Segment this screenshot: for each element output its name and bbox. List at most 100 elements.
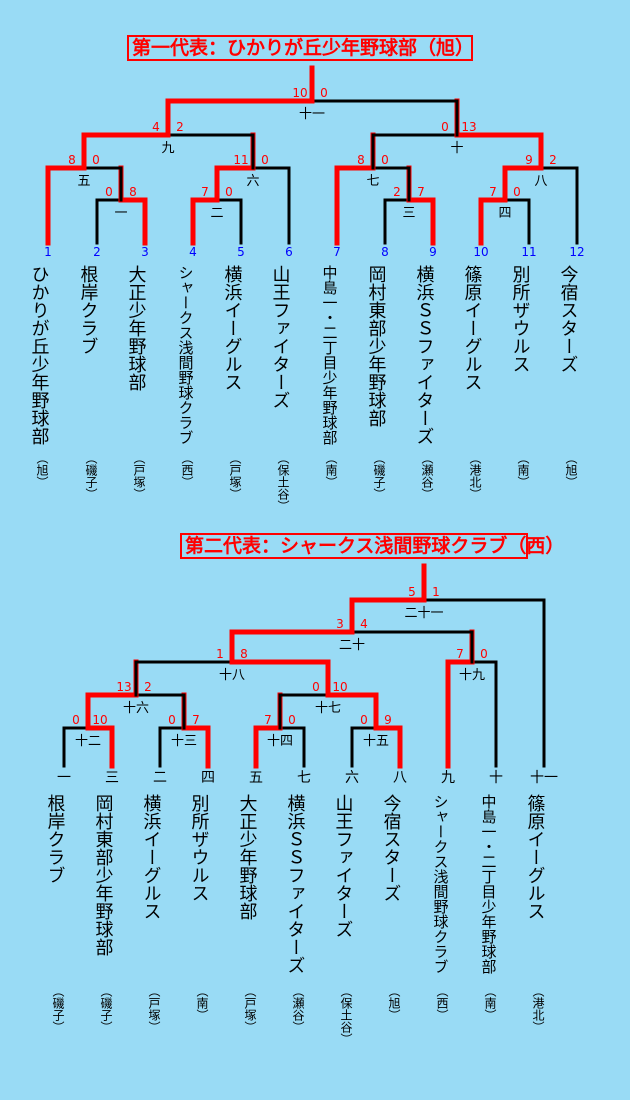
bracket2-title: 第二代表：シャークス浅間野球クラブ（西）	[180, 533, 564, 559]
team-district-4: （西）	[180, 452, 194, 488]
seed-number-1: 1	[44, 245, 52, 259]
game-十三-score-left: 0	[168, 713, 176, 727]
game-十六-score-right: 2	[144, 680, 152, 694]
game-二十一-label: 二十一	[404, 606, 443, 621]
entry-district-二: （戸塚）	[147, 985, 161, 1033]
seed-number-12: 12	[569, 245, 584, 259]
seed-number-10: 10	[473, 245, 488, 259]
game-十三-label: 十三	[171, 734, 197, 749]
entry-name-五: 大正少年野球部	[237, 794, 258, 920]
game-一-score-right: 8	[129, 185, 137, 199]
team-district-11: （南）	[516, 452, 530, 488]
game-十六-label: 十六	[123, 701, 149, 716]
game-五-score-right: 0	[92, 153, 100, 167]
entry-district-十: （南）	[483, 985, 497, 1021]
entry-district-十一: （港北）	[531, 985, 545, 1033]
entry-slot-三: 三	[105, 770, 119, 786]
team-name-6: 山王ファイターズ	[270, 265, 291, 409]
game-二十-score-left: 3	[336, 617, 344, 631]
game-二十-label: 二十	[339, 638, 365, 653]
entry-slot-七: 七	[297, 770, 311, 786]
entry-slot-十: 十	[489, 770, 503, 786]
game-十二-label: 十二	[75, 734, 101, 749]
game-十-score-left: 0	[441, 120, 449, 134]
game-十二-score-left: 0	[72, 713, 80, 727]
game-三-score-right: 7	[417, 185, 425, 199]
entry-district-四: （南）	[195, 985, 209, 1021]
game-十三-score-right: 7	[192, 713, 200, 727]
entry-district-一: （磯子）	[51, 985, 65, 1033]
game-十八-score-right: 8	[240, 647, 248, 661]
team-district-2: （磯子）	[84, 452, 98, 500]
entry-district-五: （戸塚）	[243, 985, 257, 1033]
team-name-2: 根岸クラブ	[78, 265, 99, 355]
game-八-label: 八	[534, 174, 547, 189]
game-十一-score-right: 0	[320, 86, 328, 100]
game-一-score-left: 0	[105, 185, 113, 199]
bracket1-title: 第一代表：ひかりが丘少年野球部（旭）	[127, 35, 474, 61]
entry-name-二: 横浜イーグルス	[141, 794, 162, 920]
entry-slot-十一: 十一	[530, 770, 558, 786]
game-五-score-left: 8	[68, 153, 76, 167]
seed-number-11: 11	[521, 245, 536, 259]
entry-name-九: シャークス浅間野球クラブ	[432, 794, 450, 974]
team-district-10: （港北）	[468, 452, 482, 500]
team-name-7: 中島一・二丁目少年野球部	[321, 265, 339, 445]
game-七-label: 七	[366, 174, 379, 189]
game-二-score-left: 7	[201, 185, 209, 199]
team-district-8: （磯子）	[372, 452, 386, 500]
entry-name-八: 今宿スターズ	[381, 794, 402, 902]
team-district-7: （南）	[324, 452, 338, 488]
entry-slot-一: 一	[57, 770, 71, 786]
team-name-5: 横浜イーグルス	[222, 265, 243, 391]
game-五-label: 五	[77, 174, 90, 189]
team-district-6: （保土谷）	[276, 452, 290, 512]
entry-district-九: （西）	[435, 985, 449, 1021]
entry-name-六: 山王ファイターズ	[333, 794, 354, 938]
seed-number-9: 9	[429, 245, 437, 259]
seed-number-4: 4	[189, 245, 197, 259]
entry-slot-四: 四	[201, 770, 215, 786]
entry-district-八: （旭）	[387, 985, 401, 1021]
game-十四-label: 十四	[267, 734, 293, 749]
game-一-label: 一	[114, 206, 127, 221]
team-name-9: 横浜ＳＳファイターズ	[414, 265, 435, 445]
game-十一-score-left: 10	[292, 86, 307, 100]
entry-district-六: （保土谷）	[339, 985, 353, 1045]
entry-name-三: 岡村東部少年野球部	[93, 794, 114, 956]
team-name-12: 今宿スターズ	[558, 265, 579, 373]
team-district-5: （戸塚）	[228, 452, 242, 500]
game-二十-score-right: 4	[360, 617, 368, 631]
entry-slot-二: 二	[153, 770, 167, 786]
entry-name-十: 中島一・二丁目少年野球部	[480, 794, 498, 974]
entry-name-四: 別所ザウルス	[189, 794, 210, 902]
team-district-12: （旭）	[564, 452, 578, 488]
game-二十一-score-right: 1	[432, 585, 440, 599]
game-八-score-right: 2	[549, 153, 557, 167]
team-name-10: 篠原イーグルス	[462, 265, 483, 391]
game-十-score-right: 13	[461, 120, 476, 134]
entry-slot-六: 六	[345, 770, 359, 786]
entry-name-七: 横浜ＳＳファイターズ	[285, 794, 306, 974]
entry-name-十一: 篠原イーグルス	[525, 794, 546, 920]
seed-number-7: 7	[333, 245, 341, 259]
team-district-9: （瀬谷）	[420, 452, 434, 500]
game-六-label: 六	[246, 174, 259, 189]
game-九-label: 九	[161, 141, 174, 156]
seed-number-8: 8	[381, 245, 389, 259]
game-十九-score-right: 0	[480, 647, 488, 661]
game-十七-label: 十七	[315, 701, 341, 716]
seed-number-6: 6	[285, 245, 293, 259]
entry-slot-九: 九	[441, 770, 455, 786]
game-四-score-left: 7	[489, 185, 497, 199]
team-district-1: （旭）	[35, 452, 49, 488]
game-九-score-right: 2	[176, 120, 184, 134]
game-十四-score-right: 0	[288, 713, 296, 727]
game-十-label: 十	[450, 141, 463, 156]
game-十六-score-left: 13	[116, 680, 131, 694]
game-四-label: 四	[498, 206, 511, 221]
game-十七-score-left: 0	[312, 680, 320, 694]
entry-district-七: （瀬谷）	[291, 985, 305, 1033]
entry-district-三: （磯子）	[99, 985, 113, 1033]
